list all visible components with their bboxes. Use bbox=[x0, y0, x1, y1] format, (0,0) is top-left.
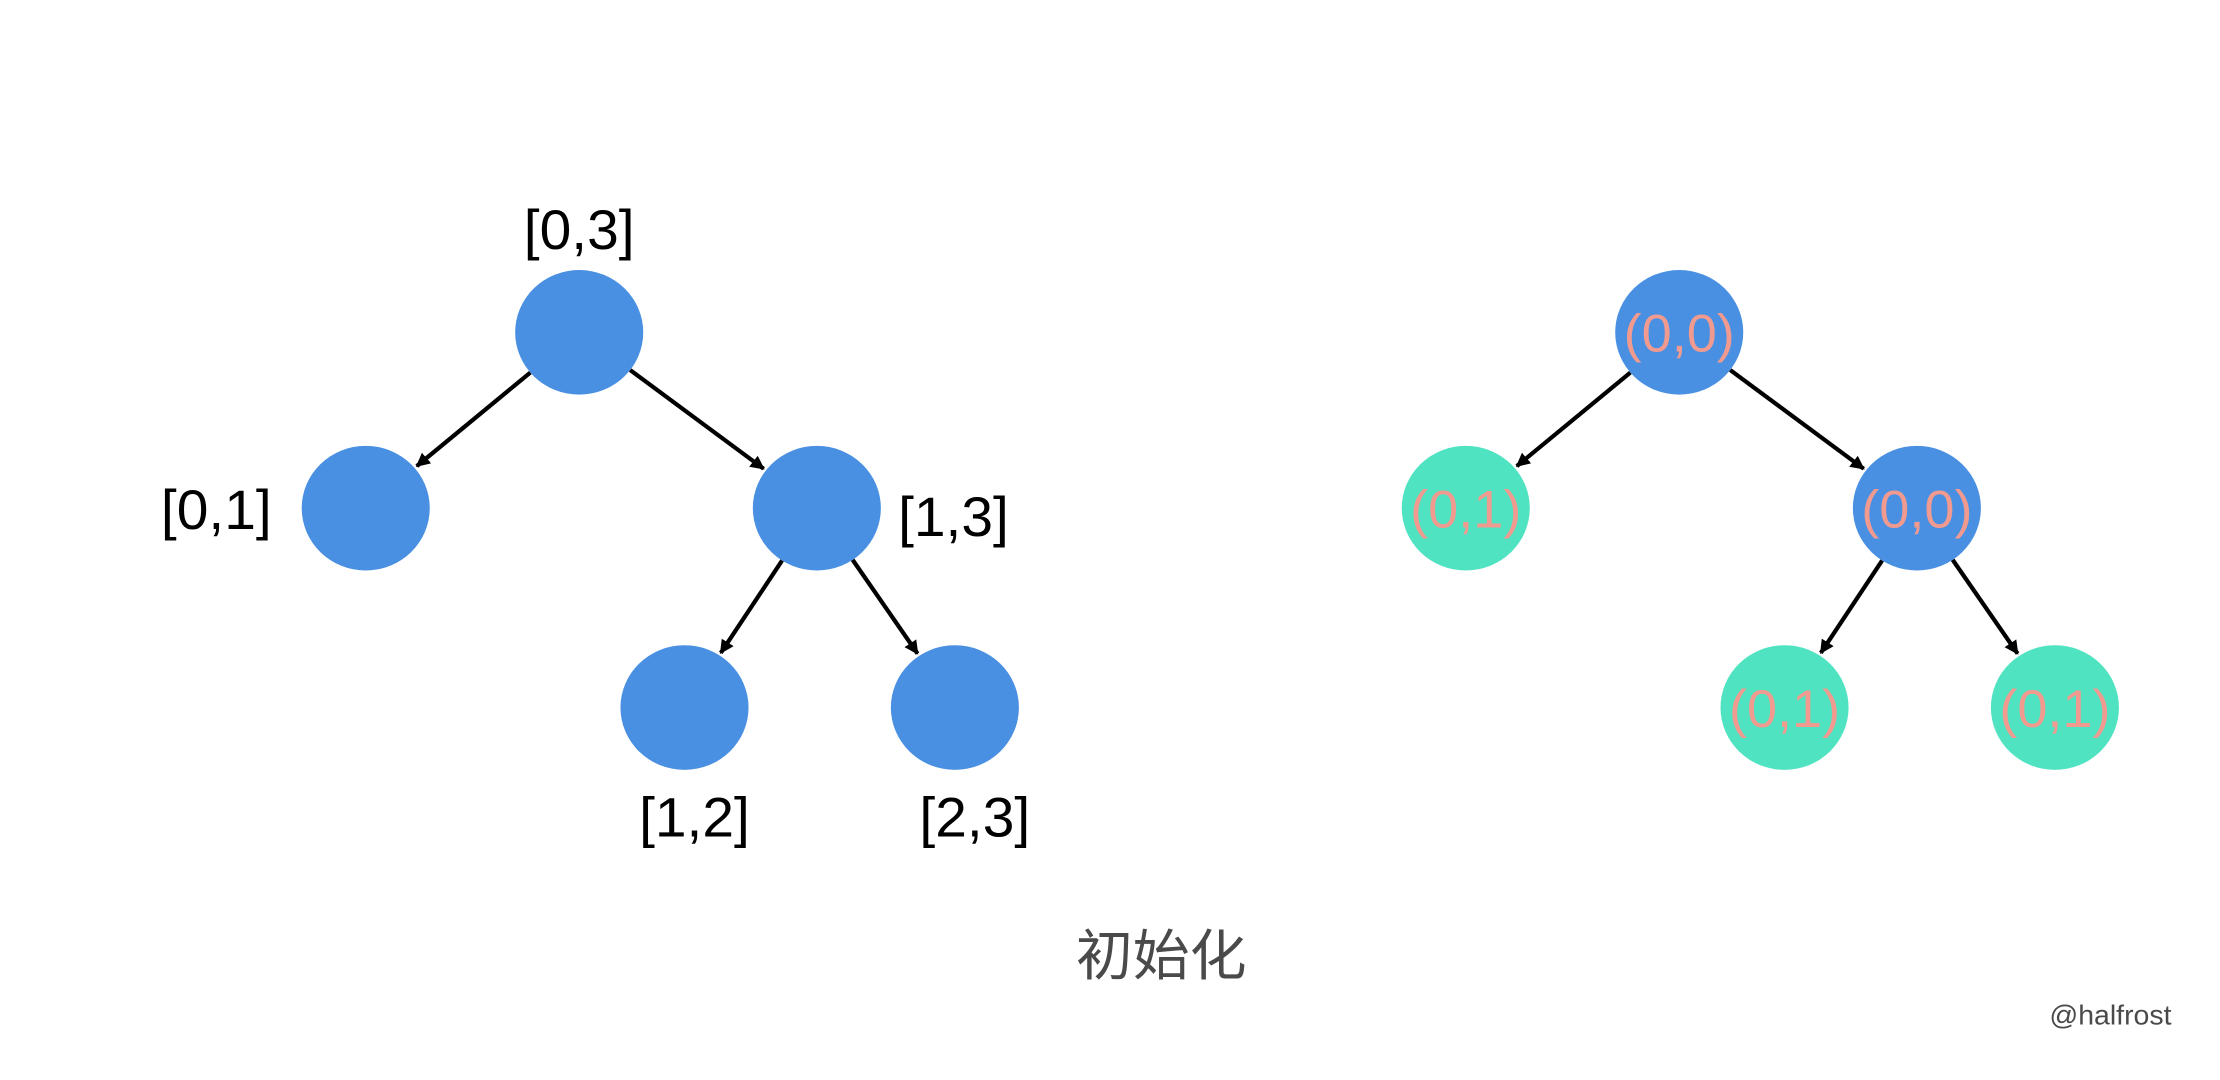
value-node-label: (0,0) bbox=[1861, 481, 1972, 539]
nodes: [0,3] [0,1] [1,3] [1,2] [2,3] (0,0) (0,1) (0,0)… bbox=[161, 199, 2119, 848]
segment-node bbox=[620, 645, 749, 770]
segment-tree-edge-1 bbox=[628, 368, 765, 471]
edges bbox=[415, 368, 2020, 655]
segment-node-label: [0,1] bbox=[161, 479, 272, 541]
caption: 初始化 bbox=[1076, 924, 1247, 986]
value-node-label: (0,0) bbox=[1624, 305, 1735, 363]
value-node bbox=[1615, 270, 1744, 395]
watermark: @halfrost bbox=[2049, 1000, 2171, 1031]
value-node bbox=[1401, 445, 1530, 571]
segment-node bbox=[515, 270, 644, 395]
value-tree-edge-3 bbox=[1950, 558, 2020, 655]
segment-node-label: [2,3] bbox=[919, 786, 1030, 848]
value-node bbox=[1990, 645, 2119, 770]
value-node bbox=[1720, 645, 1849, 770]
value-tree-edge-1 bbox=[1728, 368, 1865, 471]
segment-tree-edge-0 bbox=[415, 370, 532, 468]
value-node-label: (0,1) bbox=[1999, 681, 2110, 739]
segment-node bbox=[752, 445, 881, 571]
segment-node-label: [1,2] bbox=[639, 786, 750, 848]
segment-node bbox=[890, 645, 1019, 770]
segment-node-label: [1,3] bbox=[898, 486, 1009, 548]
value-node-label: (0,1) bbox=[1729, 681, 1840, 739]
segment-node-label: [0,3] bbox=[524, 199, 635, 261]
segment-tree-edge-2 bbox=[718, 559, 784, 655]
value-node-label: (0,1) bbox=[1410, 481, 1521, 539]
segment-node bbox=[301, 445, 430, 571]
value-tree-edge-0 bbox=[1515, 370, 1632, 468]
value-tree-edge-2 bbox=[1819, 559, 1884, 655]
value-node bbox=[1852, 445, 1981, 571]
segment-tree-edge-3 bbox=[850, 558, 920, 655]
